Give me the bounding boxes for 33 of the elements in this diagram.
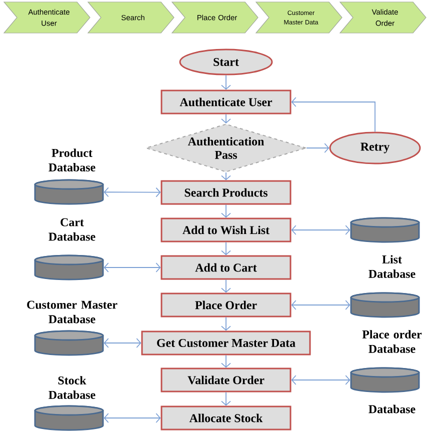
process-box: Allocate Stock <box>160 406 292 430</box>
arrow <box>221 242 231 256</box>
arrow <box>104 413 161 423</box>
database-label: Product Database <box>48 148 96 172</box>
arrow <box>221 74 231 90</box>
arrow <box>291 300 350 310</box>
database-label: Cart Database <box>48 218 96 241</box>
database-label: Database <box>368 404 416 414</box>
database-label: Customer Master Database <box>27 300 118 324</box>
database-label: Place order Database <box>362 330 422 353</box>
arrow <box>104 187 161 198</box>
arrow <box>306 143 330 153</box>
process-box: Get Customer Master Data <box>141 330 311 356</box>
arrow <box>104 262 161 272</box>
arrow <box>291 225 350 235</box>
process-box: Add to Wish List <box>160 218 292 242</box>
arrow <box>221 392 231 406</box>
process-box: Validate Order <box>160 368 292 392</box>
terminal-oval: Start <box>179 48 273 76</box>
process-box: Authenticate User <box>160 90 292 114</box>
database-label: List Database <box>368 255 416 278</box>
process-box: Search Products <box>160 180 292 205</box>
arrow <box>221 204 231 218</box>
arrow <box>104 338 142 348</box>
database-label: Stock Database <box>48 376 96 399</box>
arrow <box>291 375 350 385</box>
process-box: Add to Cart <box>160 255 292 280</box>
terminal-oval: Retry <box>329 132 421 164</box>
arrow <box>221 279 231 293</box>
process-box: Place Order <box>160 292 292 318</box>
arrow <box>291 97 376 132</box>
arrow <box>221 354 231 368</box>
arrow <box>221 316 231 331</box>
